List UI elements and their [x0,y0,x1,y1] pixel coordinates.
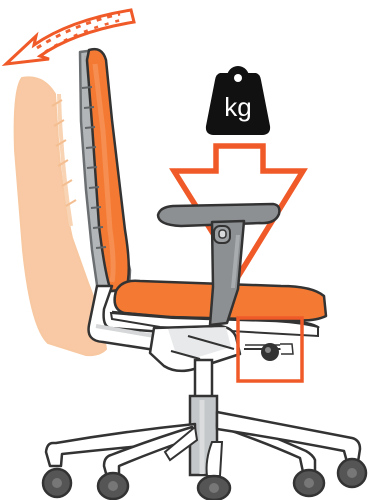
chair-backrest [80,49,130,292]
weight-unit-label: kg [224,92,251,122]
recline-arrow-icon [6,10,134,64]
weight-icon: kg [206,66,270,135]
